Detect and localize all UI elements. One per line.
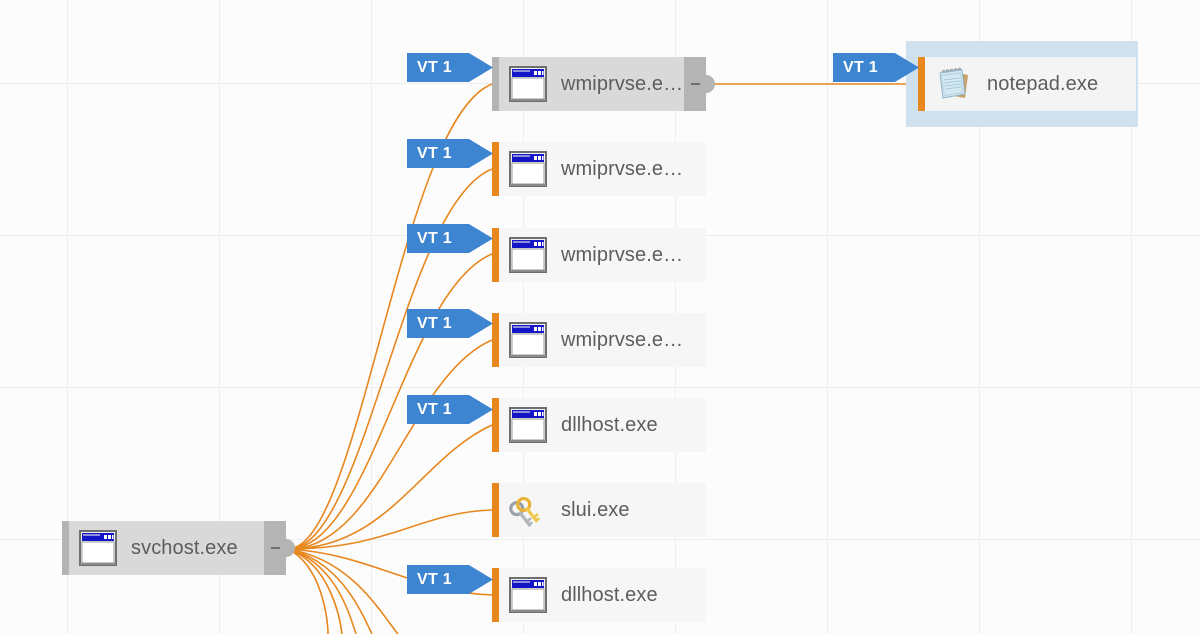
node-label: wmiprvse.e… bbox=[561, 72, 684, 95]
node-label: slui.exe bbox=[561, 498, 630, 521]
window-icon bbox=[509, 151, 547, 187]
node-body[interactable]: wmiprvse.e… bbox=[499, 228, 706, 282]
notepad-icon bbox=[939, 67, 968, 99]
node-accent-bar bbox=[492, 313, 499, 367]
node-label: wmiprvse.e… bbox=[561, 157, 684, 180]
window-icon bbox=[509, 66, 547, 102]
vt-badge-wmiprvse-4[interactable]: VT 1 bbox=[407, 309, 493, 338]
process-node-wmiprvse-2[interactable]: wmiprvse.e… bbox=[492, 142, 706, 196]
node-body[interactable]: svchost.exe bbox=[69, 521, 264, 575]
node-label: wmiprvse.e… bbox=[561, 243, 684, 266]
collapse-knob bbox=[697, 75, 715, 93]
vt-badge-wmiprvse-2[interactable]: VT 1 bbox=[407, 139, 493, 168]
vt-badge-label: VT 1 bbox=[843, 58, 878, 76]
process-node-slui[interactable]: slui.exe bbox=[492, 483, 706, 537]
process-node-wmiprvse-3[interactable]: wmiprvse.e… bbox=[492, 228, 706, 282]
node-body[interactable]: wmiprvse.e… bbox=[499, 142, 706, 196]
vt-badge-label: VT 1 bbox=[417, 314, 452, 332]
vt-badge-label: VT 1 bbox=[417, 570, 452, 588]
minus-icon bbox=[691, 83, 700, 85]
vt-badge-dllhost-2[interactable]: VT 1 bbox=[407, 565, 493, 594]
window-icon bbox=[509, 322, 547, 358]
node-accent-bar bbox=[492, 568, 499, 622]
collapse-toggle-svchost[interactable] bbox=[264, 521, 295, 575]
edge-svchost-hidden-1 bbox=[287, 548, 399, 634]
node-body[interactable]: wmiprvse.e… bbox=[499, 57, 684, 111]
window-icon bbox=[509, 577, 547, 613]
node-label: svchost.exe bbox=[131, 536, 238, 559]
node-accent-bar bbox=[918, 57, 925, 111]
node-body[interactable]: dllhost.exe bbox=[499, 398, 706, 452]
node-body[interactable]: slui.exe bbox=[499, 483, 706, 537]
process-node-dllhost-1[interactable]: dllhost.exe bbox=[492, 398, 706, 452]
process-node-notepad[interactable]: notepad.exe bbox=[918, 57, 1136, 111]
node-label: dllhost.exe bbox=[561, 413, 658, 436]
node-accent-bar bbox=[62, 521, 69, 575]
vt-badge-label: VT 1 bbox=[417, 58, 452, 76]
edge-svchost-hidden-4 bbox=[287, 548, 343, 634]
edge-svchost-slui bbox=[287, 509, 493, 550]
collapse-toggle-wmiprvse-1[interactable] bbox=[684, 57, 715, 111]
node-body[interactable]: notepad.exe bbox=[925, 57, 1136, 111]
process-node-dllhost-2[interactable]: dllhost.exe bbox=[492, 568, 706, 622]
process-node-svchost[interactable]: svchost.exe bbox=[62, 521, 295, 575]
node-accent-bar bbox=[492, 57, 499, 111]
node-accent-bar bbox=[492, 398, 499, 452]
minus-icon bbox=[271, 547, 280, 549]
collapse-knob bbox=[277, 539, 295, 557]
window-icon bbox=[509, 407, 547, 443]
window-icon bbox=[509, 237, 547, 273]
window-icon bbox=[79, 530, 117, 566]
edge-svchost-dllhost-1 bbox=[287, 424, 493, 550]
node-body[interactable]: wmiprvse.e… bbox=[499, 313, 706, 367]
node-body[interactable]: dllhost.exe bbox=[499, 568, 706, 622]
edge-svchost-hidden-5 bbox=[287, 548, 329, 634]
node-label: wmiprvse.e… bbox=[561, 328, 684, 351]
vt-badge-label: VT 1 bbox=[417, 400, 452, 418]
node-label: dllhost.exe bbox=[561, 583, 658, 606]
process-node-wmiprvse-1[interactable]: wmiprvse.e… bbox=[492, 57, 715, 111]
edge-svchost-hidden-2 bbox=[287, 548, 373, 634]
vt-badge-dllhost-1[interactable]: VT 1 bbox=[407, 395, 493, 424]
vt-badge-wmiprvse-3[interactable]: VT 1 bbox=[407, 224, 493, 253]
edge-svchost-hidden-3 bbox=[287, 548, 357, 634]
process-node-wmiprvse-4[interactable]: wmiprvse.e… bbox=[492, 313, 706, 367]
vt-badge-label: VT 1 bbox=[417, 144, 452, 162]
vt-badge-wmiprvse-1[interactable]: VT 1 bbox=[407, 53, 493, 82]
node-label: notepad.exe bbox=[987, 72, 1099, 95]
vt-badge-label: VT 1 bbox=[417, 229, 452, 247]
edge-svchost-wmiprvse-4 bbox=[287, 339, 493, 550]
node-accent-bar bbox=[492, 483, 499, 537]
node-accent-bar bbox=[492, 228, 499, 282]
keys-icon bbox=[509, 496, 541, 527]
node-accent-bar bbox=[492, 142, 499, 196]
